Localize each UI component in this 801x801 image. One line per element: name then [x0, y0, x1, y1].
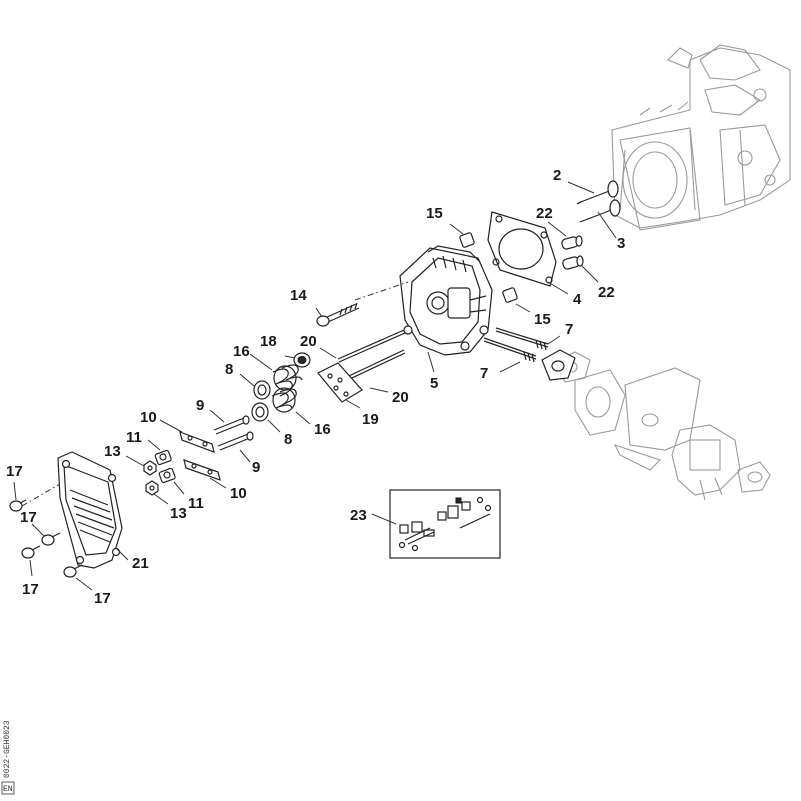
- callout-3: 3: [617, 235, 625, 252]
- stamp-text: EN: [3, 785, 13, 794]
- cover-bolt-17c: [21, 545, 41, 559]
- stud-7b: [483, 337, 537, 363]
- push-rod-20a: [337, 329, 406, 363]
- dowel-15b: [502, 287, 518, 303]
- stud-7a: [495, 327, 549, 351]
- callout-22a: 22: [536, 205, 553, 222]
- callout-10b: 10: [230, 485, 247, 502]
- dowel-pin-22a: [561, 235, 583, 250]
- carburetor-ghost: [554, 351, 771, 501]
- callout-23: 23: [350, 507, 367, 524]
- dowel-15a: [459, 232, 475, 248]
- cover-bolt-17b: [41, 532, 61, 546]
- callout-20b: 20: [392, 389, 409, 406]
- callout-9a: 9: [196, 397, 204, 414]
- callout-8a: 8: [225, 361, 233, 378]
- callout-15a: 15: [426, 205, 443, 222]
- head-bolt-14: [316, 281, 409, 327]
- head-gasket-4: [487, 211, 557, 287]
- push-rod-guide-plate-19: [317, 362, 363, 403]
- rocker-pivot-9a: [213, 415, 250, 435]
- callout-14: 14: [290, 287, 307, 304]
- callout-16a: 16: [233, 343, 250, 360]
- rocker-cover-21: [21, 451, 123, 569]
- callout-7a: 7: [565, 321, 573, 338]
- lock-nut-13a: [143, 460, 157, 476]
- callout-16b: 16: [314, 421, 331, 438]
- callout-20a: 20: [300, 333, 317, 350]
- callout-17d: 17: [94, 590, 111, 607]
- cover-bolt-17a: [9, 499, 27, 512]
- rocker-nut-11b: [158, 467, 176, 484]
- leader-lines: [13, 181, 617, 591]
- dowel-pin-22b: [562, 255, 584, 270]
- callout-18: 18: [260, 333, 277, 350]
- callout-4: 4: [573, 291, 582, 308]
- callout-9b: 9: [252, 459, 260, 476]
- valve-seal-18: [293, 352, 311, 368]
- callouts: 2 3 4 5 7 7 8 8 9 9 10 10 11 11 13 13 14…: [6, 167, 625, 607]
- rocker-arm-10b: [183, 459, 221, 481]
- spring-retainer-8a: [253, 380, 271, 400]
- callout-10a: 10: [140, 409, 157, 426]
- intake-gasket: [541, 349, 576, 381]
- callout-5: 5: [430, 375, 438, 392]
- callout-17a: 17: [6, 463, 23, 480]
- rocker-nut-11a: [154, 449, 172, 466]
- gasket-kit-23: [389, 489, 501, 559]
- valve-3: [579, 199, 621, 223]
- cover-bolt-17d: [63, 564, 83, 578]
- callout-21: 21: [132, 555, 149, 572]
- callout-19: 19: [362, 411, 379, 428]
- callout-17c: 17: [22, 581, 39, 598]
- callout-11a: 11: [126, 429, 142, 446]
- valve-spring-16b: [271, 387, 297, 413]
- spring-retainer-8b: [251, 402, 269, 422]
- cylinder-head-5: [399, 245, 493, 356]
- callout-11b: 11: [188, 495, 204, 512]
- callout-7b: 7: [480, 365, 488, 382]
- lock-nut-13b: [145, 480, 159, 496]
- valve-2: [576, 180, 619, 205]
- rocker-pivot-9b: [217, 431, 254, 451]
- callout-22b: 22: [598, 284, 615, 301]
- reference-code: 0022-GEH0023: [3, 720, 12, 778]
- stamp-box: [1, 781, 15, 795]
- callout-8b: 8: [284, 431, 292, 448]
- callout-13a: 13: [104, 443, 121, 460]
- callout-13b: 13: [170, 505, 187, 522]
- callout-2: 2: [553, 167, 561, 184]
- callout-15b: 15: [534, 311, 551, 328]
- valve-spring-16a: [272, 364, 303, 397]
- callout-17b: 17: [20, 509, 37, 526]
- engine-block-ghost: [611, 44, 791, 231]
- rocker-arm-10a: [179, 431, 215, 453]
